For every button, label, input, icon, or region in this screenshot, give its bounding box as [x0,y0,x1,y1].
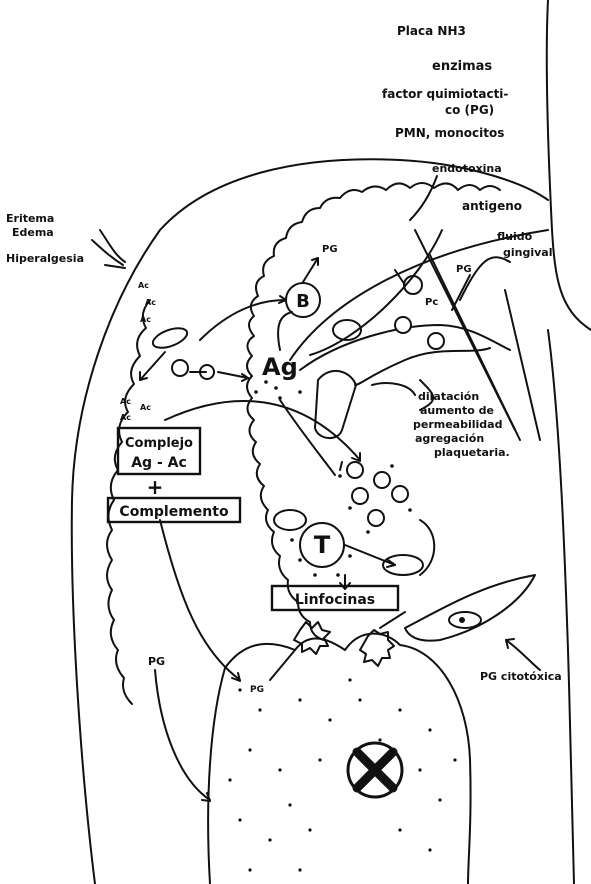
fluido-label-1: fluido [497,230,533,243]
ac-label-5: Ac [140,403,151,412]
ag-label: Ag [262,353,298,381]
pg-label-top: PG [322,244,338,255]
factor-label-1: factor quimiotacti- [382,87,508,101]
ac-label-6: Ac [120,413,131,422]
bone-trabeculae [228,678,456,871]
citotoxica-label: PG citotóxica [480,670,562,683]
dilatacion-label: dilatación [418,390,479,403]
linfocinas-box: Linfocinas [272,586,398,610]
ac-label-1: Ac [138,281,149,290]
plus-sign: + [147,475,164,499]
permeabilidad-label: permeabilidad [413,418,502,431]
tooth-root-line [548,330,574,884]
t-cell-large: T [300,523,344,567]
hiperalgesia-label: Hiperalgesia [6,252,84,265]
placa-label: Placa NH3 [397,24,466,38]
endotoxina-label: endotoxina [432,162,502,175]
complejo-label-2: Ag - Ac [131,455,187,471]
pc-label: Pc [425,297,438,308]
linfocinas-label: Linfocinas [295,592,375,608]
gingival-wave-left [107,300,150,704]
pg-label-right: PG [456,264,472,275]
bone-marrow-cell [348,743,402,797]
factor-label-2: co (PG) [445,103,494,117]
enzimas-label: enzimas [432,59,492,74]
complemento-box: Complemento [108,498,240,522]
pmn-label: PMN, monocitos [395,126,504,140]
t-cell-large-label: T [314,531,331,559]
cytotoxic-pg-cell [405,575,535,641]
pg-label-left: PG [148,655,165,668]
complejo-box: Complejo Ag - Ac [118,428,200,474]
aumento-label: aumento de [420,404,494,417]
complejo-label-1: Complejo [125,436,193,451]
ac-label-4: Ac [120,397,131,406]
ac-label-2: Ac [145,298,156,307]
alveolar-bone [208,634,470,884]
fluido-label-2: gingival [503,246,552,259]
eritema-label: Eritema [6,212,54,225]
pg-label-bottom: PG [250,685,264,695]
plaquetaria-label: plaquetaria. [434,446,510,459]
edema-label: Edema [12,226,54,239]
agregacion-label: agregación [415,432,484,445]
b-cell-label: B [296,291,310,312]
complemento-label: Complemento [119,504,229,520]
antigeno-label: antigeno [462,199,522,213]
t-cell-cluster [347,462,408,526]
ac-label-3: Ac [140,315,151,324]
tooth-outline [547,0,591,330]
